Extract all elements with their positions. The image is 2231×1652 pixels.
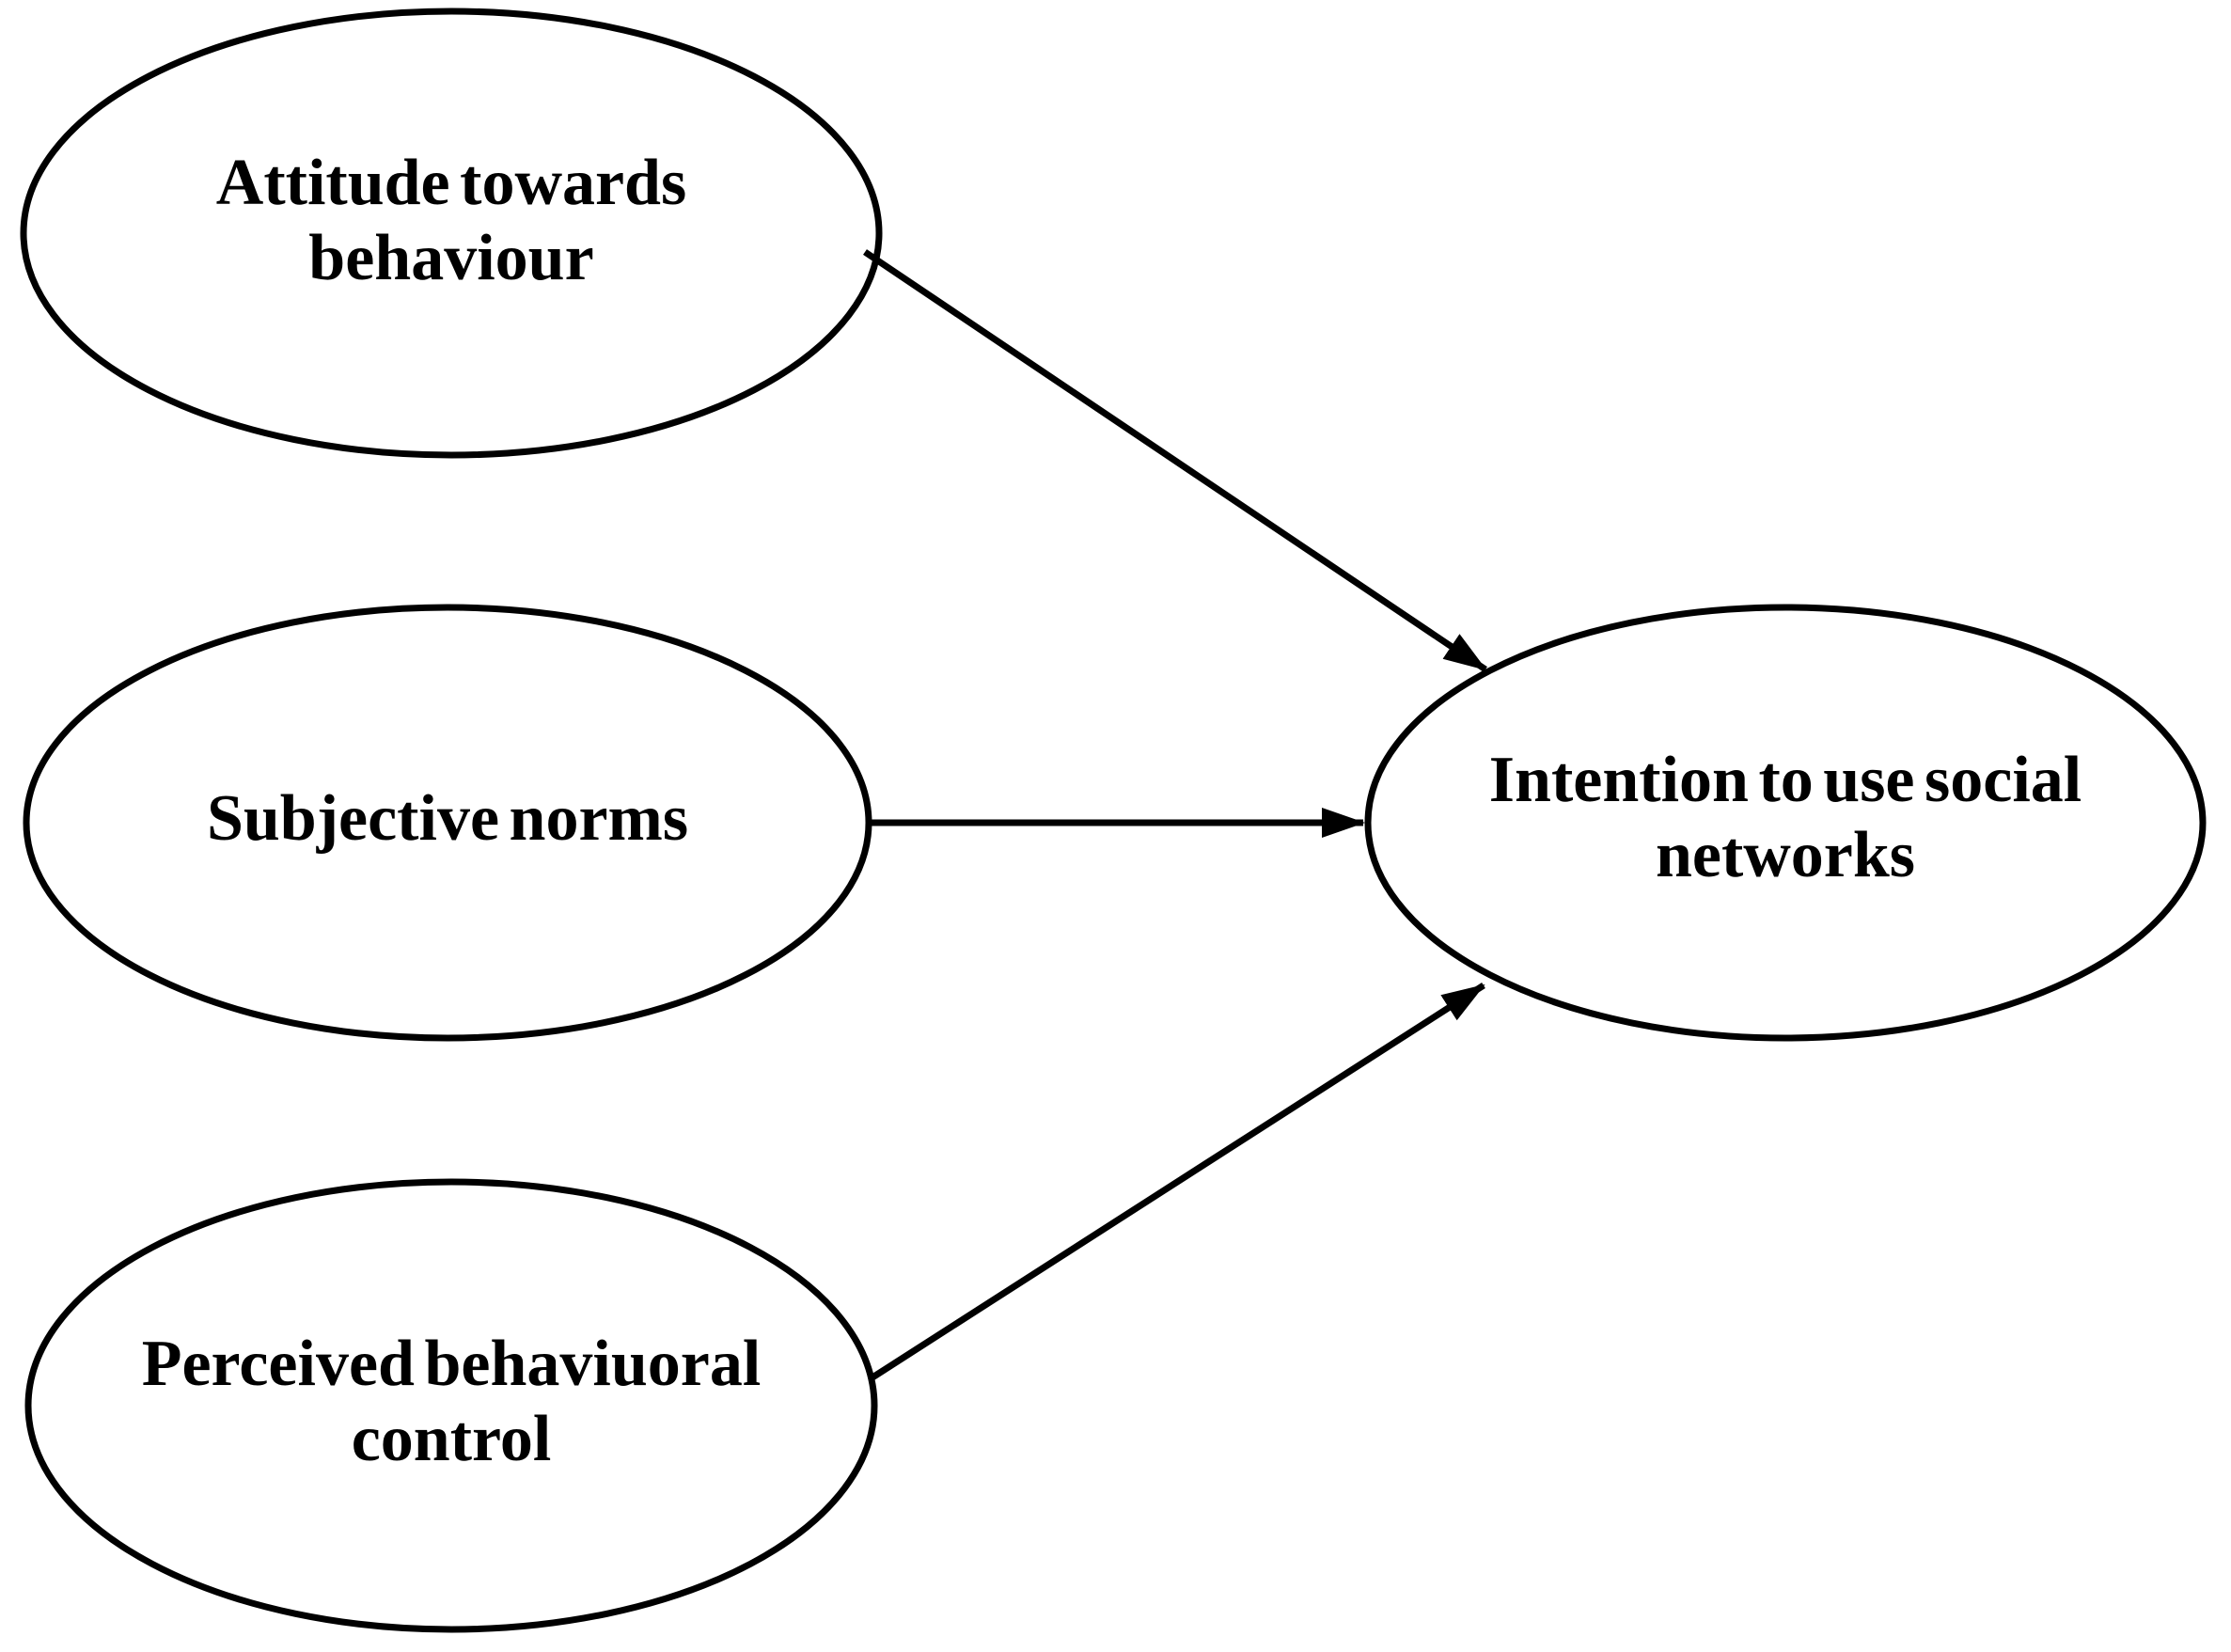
node-label-intention: Intention to use social networks bbox=[1488, 744, 2082, 891]
node-label-subjective-norms: Subjective norms bbox=[206, 782, 689, 855]
arrow-perceived-to-intention bbox=[871, 983, 1485, 1380]
node-label-perceived-control: Perceived behaviuoral control bbox=[141, 1328, 762, 1475]
node-ellipse-intention bbox=[1364, 604, 2207, 1042]
node-ellipse-perceived-control bbox=[24, 1178, 878, 1633]
node-ellipse-attitude bbox=[20, 8, 883, 459]
node-label-attitude: Attitude towards behaviour bbox=[215, 147, 687, 294]
arrow-attitude-to-intention bbox=[863, 249, 1487, 672]
